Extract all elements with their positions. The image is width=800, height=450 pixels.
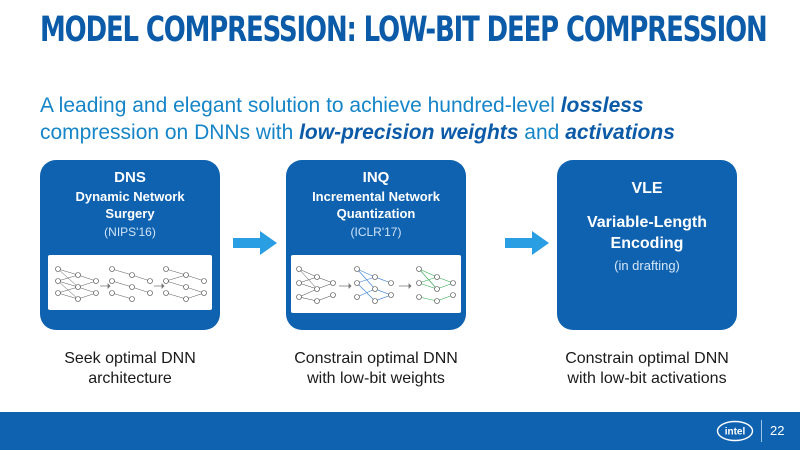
inq-caption: Constrain optimal DNN with low-bit weigh…	[266, 349, 486, 389]
subtitle-emphasis: activations	[565, 121, 675, 144]
network-pruning-diagram	[55, 266, 207, 302]
page-number: 22	[770, 423, 785, 438]
card-acronym: INQ	[362, 169, 390, 186]
card-name-line: Variable-Length	[586, 214, 708, 231]
dns-caption: Seek optimal DNN architecture	[20, 349, 240, 389]
caption-line: Constrain optimal DNN	[294, 350, 458, 367]
card-name: Dynamic Network Surgery	[40, 188, 220, 222]
subtitle-emphasis: low-precision weights	[299, 121, 519, 144]
vle-caption: Constrain optimal DNN with low-bit activ…	[537, 349, 757, 389]
right-arrow-icon	[505, 231, 549, 255]
intel-logo-icon: intel	[716, 420, 754, 442]
subtitle-text: and	[518, 121, 566, 144]
subtitle-text: compression on DNNs with	[40, 121, 300, 144]
logo-text: intel	[725, 427, 746, 438]
inq-card: INQ Incremental Network Quantization (IC…	[286, 160, 466, 330]
card-name-line: Encoding	[610, 235, 684, 252]
footer-divider	[761, 420, 762, 442]
card-venue: (NIPS'16)	[104, 225, 156, 239]
network-quantization-diagram	[296, 266, 456, 304]
vle-card: VLE Variable-Length Encoding (in draftin…	[557, 160, 737, 330]
dns-diagram-thumbnail	[48, 255, 212, 310]
caption-line: with low-bit activations	[567, 370, 727, 387]
caption-line: Seek optimal DNN	[64, 350, 196, 367]
footer-bar	[0, 412, 800, 450]
slide-subtitle: A leading and elegant solution to achiev…	[40, 92, 675, 146]
card-name-line: Incremental Network	[312, 189, 440, 204]
slide-title: MODEL COMPRESSION: LOW-BIT DEEP COMPRESS…	[40, 10, 768, 50]
subtitle-emphasis: lossless	[560, 94, 644, 117]
caption-line: with low-bit weights	[307, 370, 445, 387]
card-name: Incremental Network Quantization	[286, 188, 466, 222]
inq-diagram-thumbnail	[291, 255, 461, 313]
card-name-line: Quantization	[336, 206, 416, 221]
card-name-line: Dynamic Network	[75, 189, 185, 204]
card-venue: (in drafting)	[614, 258, 680, 273]
dns-card: DNS Dynamic Network Surgery (NIPS'16)	[40, 160, 220, 330]
card-name-line: Surgery	[105, 206, 155, 221]
subtitle-text: A leading and elegant solution to achiev…	[40, 94, 561, 117]
card-venue: (ICLR'17)	[350, 225, 402, 239]
caption-line: architecture	[88, 370, 172, 387]
card-name: Variable-Length Encoding	[557, 212, 737, 254]
right-arrow-icon	[233, 231, 277, 255]
caption-line: Constrain optimal DNN	[565, 350, 729, 367]
card-acronym: DNS	[114, 169, 146, 186]
card-acronym: VLE	[631, 180, 663, 197]
